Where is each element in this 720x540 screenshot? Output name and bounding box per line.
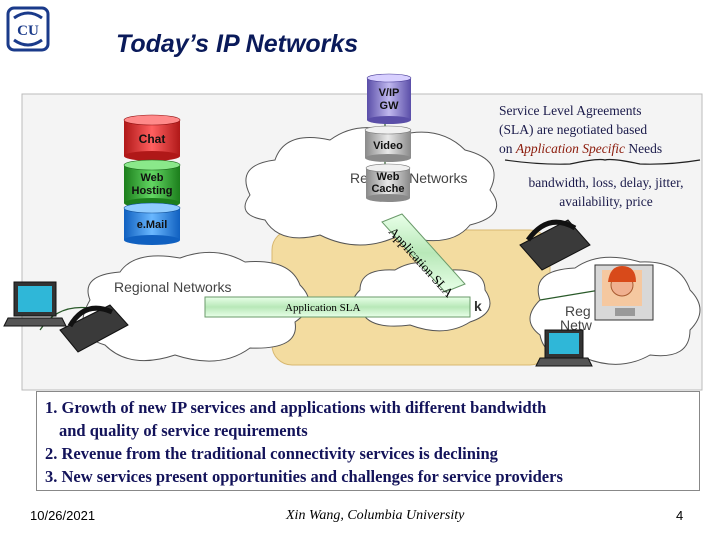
sla-note: Service Level Agreements (SLA) are negot…: [499, 101, 709, 158]
server-video: Video: [364, 125, 412, 162]
server-vip-label-1: V/IP: [379, 87, 400, 99]
server-web-hosting-label-2: Hosting: [132, 185, 173, 197]
logo-text: CU: [17, 23, 39, 39]
point-line-4: 3. New services present opportunities an…: [45, 467, 563, 486]
server-web-hosting: Web Hosting: [123, 159, 181, 208]
svg-text:k: k: [474, 298, 482, 314]
sla-metrics: bandwidth, loss, delay, jitter, availabi…: [500, 173, 712, 211]
footer-author: Xin Wang, Columbia University: [286, 508, 465, 523]
label-regional-left: Regional Networks: [114, 279, 232, 295]
footer-page-number: 4: [676, 508, 684, 523]
laptop-icon-right: [535, 329, 593, 367]
server-web-cache: Web Cache: [365, 163, 411, 202]
point-line-1: 1. Growth of new IP services and applica…: [45, 398, 547, 417]
phone-icon-right: [519, 219, 591, 271]
metrics-line-2: availability, price: [559, 194, 653, 209]
footer-date: 10/26/2021: [30, 508, 96, 523]
sla-note-suffix: Needs: [624, 141, 663, 156]
label-regional-right-2: Netw: [560, 317, 593, 333]
key-points-box: 1. Growth of new IP services and applica…: [36, 391, 700, 491]
server-video-label: Video: [373, 140, 403, 152]
sla-pipe-label: Application SLA: [285, 302, 361, 314]
server-web-cache-label-2: Cache: [371, 183, 404, 195]
label-regional-right-1: Reg: [565, 303, 591, 319]
sla-note-brace: [504, 158, 701, 165]
server-vip-label-2: GW: [380, 100, 400, 112]
point-line-3: 2. Revenue from the traditional connecti…: [45, 444, 498, 463]
slide-title: Today’s IP Networks: [116, 30, 359, 58]
phone-icon-left: [59, 304, 129, 353]
server-email: e.Mail: [123, 202, 181, 245]
server-chat-label: Chat: [139, 132, 166, 146]
sla-pipe-horizontal: [204, 296, 471, 318]
server-chat: Chat: [123, 114, 181, 161]
point-line-2: and quality of service requirements: [59, 421, 308, 440]
university-logo: CU: [6, 6, 50, 52]
server-email-label: e.Mail: [137, 219, 168, 231]
sla-note-italic: Application Specific: [515, 141, 625, 156]
sla-note-line-2: (SLA) are negotiated based: [499, 122, 648, 137]
sla-note-prefix: on: [499, 141, 516, 156]
sla-note-line-3: on Application Specific Needs: [499, 139, 709, 158]
metrics-line-1: bandwidth, loss, delay, jitter,: [528, 175, 684, 190]
sla-note-line-1: Service Level Agreements: [499, 103, 642, 118]
server-vip-gw: V/IP GW: [366, 73, 412, 124]
server-web-hosting-label-1: Web: [140, 172, 163, 184]
laptop-icon-left: [3, 281, 67, 327]
server-web-cache-label-1: Web: [376, 171, 399, 183]
video-terminal-icon: [594, 264, 654, 321]
